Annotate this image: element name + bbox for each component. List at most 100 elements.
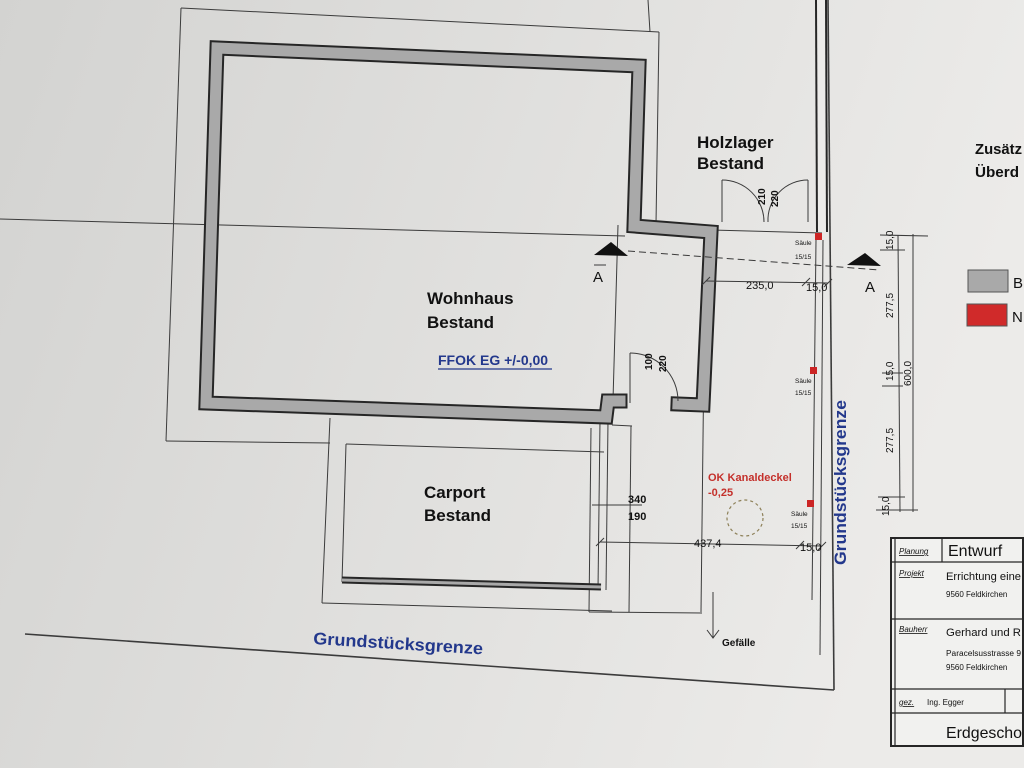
- section-arrow-right: [847, 253, 881, 266]
- legend-label: N: [1012, 309, 1023, 326]
- planning-value: Entwurf: [948, 543, 1003, 560]
- section-line-a: [594, 242, 881, 271]
- drawn-by-value: Ing. Egger: [927, 698, 964, 707]
- column-axis-line: [811, 239, 817, 601]
- section-dashed-line: [627, 250, 881, 271]
- project-label: Projekt: [899, 569, 925, 578]
- column-label: Säule: [791, 511, 808, 518]
- dimension-text: 235,0: [746, 280, 774, 292]
- column-marker: [807, 500, 814, 507]
- slope-arrow-head: [706, 629, 720, 639]
- title-block-frame: [890, 537, 1024, 747]
- holzlager-name: Holzlager: [697, 133, 774, 152]
- legend-swatch-existing: [967, 269, 1009, 293]
- dimension-text: 15,0: [806, 282, 827, 294]
- note-line: Überd: [975, 164, 1019, 181]
- manhole-level: -0,25: [708, 487, 733, 499]
- dimension-tick: [817, 541, 827, 551]
- carport-opening-lower: 190: [628, 511, 646, 523]
- terrace-line: [588, 427, 592, 613]
- carport-wall: [341, 576, 602, 591]
- carport-outer-line: [321, 417, 331, 604]
- door-swing-arc: [629, 352, 679, 402]
- dimension-tick: [701, 276, 711, 286]
- dimension-text: 277,5: [885, 293, 896, 318]
- column-size: 15/15: [791, 523, 808, 530]
- project-place: 9560 Feldkirchen: [946, 590, 1007, 599]
- manhole-cover-circle: [726, 499, 764, 537]
- holzlager-wall-fill: [817, 0, 826, 233]
- dimension-line-lower: [599, 541, 823, 547]
- terrace-line: [611, 424, 633, 427]
- legend-label: B: [1013, 275, 1023, 292]
- dimension-tick: [595, 537, 605, 547]
- terrace-line: [588, 611, 703, 614]
- outline-line: [655, 31, 660, 225]
- holzlager-door-width: 210: [757, 188, 768, 205]
- floor-level-label: FFOK EG +/-0,00: [438, 352, 548, 368]
- carport-status: Bestand: [424, 506, 491, 525]
- dimension-text: 437,4: [694, 538, 722, 550]
- sheet-name: Erdgescho: [946, 725, 1022, 742]
- carport-name: Carport: [424, 483, 486, 502]
- terrace-line: [628, 425, 632, 613]
- column-size: 15/15: [795, 254, 812, 261]
- property-line-bottom: [24, 633, 835, 691]
- dimension-total-text: 600,0: [903, 361, 914, 386]
- slope-arrow: [706, 592, 720, 639]
- slope-label: Gefälle: [722, 638, 756, 649]
- column-marker: [815, 233, 822, 240]
- outline-line: [647, 0, 651, 33]
- reference-line: [0, 218, 626, 237]
- column-label: Säule: [795, 240, 812, 247]
- dimension-tick: [795, 540, 805, 550]
- column-size: 15/15: [795, 390, 812, 397]
- holzlager-floor-line: [710, 229, 823, 234]
- carport-inner-line: [345, 443, 605, 453]
- outline-line: [180, 7, 660, 33]
- holzlager-status: Bestand: [697, 154, 764, 173]
- section-arrow-left: [594, 242, 628, 256]
- dimension-text: 15,0: [800, 542, 821, 554]
- column-axis-line: [819, 239, 824, 656]
- dimension-text: 15,0: [881, 496, 892, 516]
- client-place: 9560 Feldkirchen: [946, 663, 1007, 672]
- note-line: Zusätz: [975, 141, 1022, 158]
- holzlager-side-wall: [815, 0, 828, 233]
- dimension-lines: [592, 234, 929, 551]
- column-markers: [807, 233, 822, 507]
- annex-door-width: 100: [644, 353, 655, 370]
- outline-line: [165, 440, 331, 444]
- annex-door-height: 220: [658, 355, 669, 372]
- plot-outline: [0, 0, 824, 656]
- client-street: Paracelsusstrasse 9: [946, 649, 1022, 658]
- dimension-text: 15,0: [885, 361, 896, 381]
- carport-opening-upper: 340: [628, 494, 646, 506]
- dimension-tick: [801, 277, 811, 287]
- section-label-left: A: [593, 269, 603, 286]
- outline-line: [165, 7, 182, 442]
- legend: B N: [966, 269, 1023, 327]
- annex-door: [629, 352, 679, 403]
- door-swing-arc-left: [721, 179, 765, 223]
- carport-outer-line: [321, 602, 613, 612]
- house-walls: [198, 40, 719, 425]
- property-line-right: [827, 0, 835, 691]
- planning-label: Planung: [899, 547, 929, 556]
- dimension-line-upper: [705, 280, 829, 284]
- property-lines: [24, 0, 835, 691]
- dimension-tick: [879, 234, 929, 237]
- title-block: Planung Entwurf Projekt Errichtung eine …: [890, 537, 1024, 747]
- dimension-tick: [823, 278, 833, 288]
- manhole-label: OK Kanaldeckel: [708, 472, 792, 484]
- wohnhaus-wall-fill: [200, 42, 717, 423]
- client-value: Gerhard und R: [946, 627, 1021, 639]
- carport-wall-fill: [341, 578, 602, 589]
- holzlager-door-height: 220: [770, 190, 781, 207]
- carport-inner-line: [341, 443, 347, 583]
- drawn-by-label: gez.: [899, 698, 914, 707]
- column-label: Säule: [795, 378, 812, 385]
- door-swing-arc-right: [767, 179, 809, 223]
